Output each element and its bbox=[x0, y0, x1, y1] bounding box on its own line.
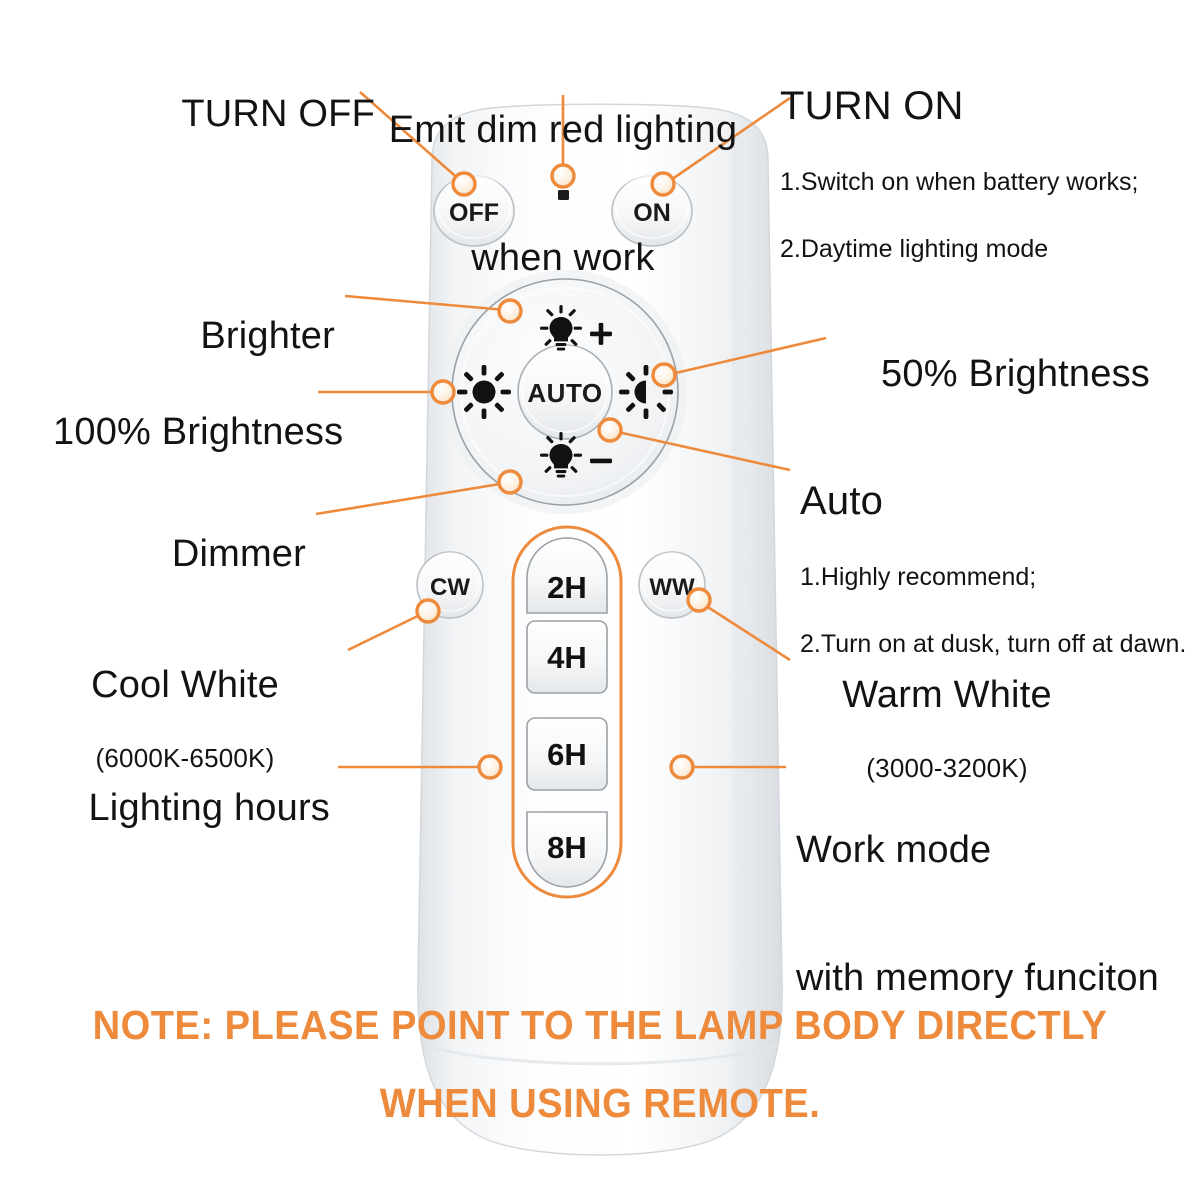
note-line-2: WHEN USING REMOTE. bbox=[379, 1080, 821, 1126]
callout-emit-red: Emit dim red lighting when work bbox=[373, 24, 753, 364]
dot-brighter bbox=[497, 298, 523, 324]
callout-dimmer-title: Dimmer bbox=[171, 532, 306, 575]
button-auto-label: AUTO bbox=[527, 378, 602, 408]
dot-warm-white bbox=[686, 587, 712, 613]
dot-emit-red bbox=[550, 163, 576, 189]
callout-auto-title: Auto bbox=[800, 478, 884, 523]
callout-warm-white-range: (3000-3200K) bbox=[866, 753, 1028, 784]
bulb-plus-icon[interactable] bbox=[540, 305, 612, 351]
dot-turn-off bbox=[451, 171, 477, 197]
callout-dimmer: Dimmer bbox=[10, 490, 306, 618]
callout-auto: Auto 1.Highly recommend; 2.Turn on at du… bbox=[800, 443, 1198, 694]
callout-auto-line2: 2.Turn on at dusk, turn off at dawn. bbox=[800, 630, 1187, 659]
leader-warm-white bbox=[699, 600, 791, 662]
callout-work-mode: Work mode with memory funciton bbox=[796, 744, 1196, 1084]
leader-dimmer bbox=[315, 481, 507, 516]
dot-100 bbox=[430, 379, 456, 405]
minus-glyph bbox=[590, 458, 612, 464]
plus-glyph bbox=[590, 322, 612, 345]
callout-warm-white: Warm White (3000-3200K) bbox=[792, 638, 1102, 819]
dot-lighting-hours bbox=[477, 754, 503, 780]
button-cw-label: CW bbox=[430, 574, 470, 601]
button-8h[interactable]: 8H bbox=[526, 811, 608, 888]
dot-turn-on bbox=[650, 171, 676, 197]
callout-turn-on: TURN ON 1.Switch on when battery works; … bbox=[780, 48, 1190, 299]
sun-half-icon[interactable] bbox=[619, 365, 673, 419]
callout-brighter: Brighter bbox=[10, 272, 335, 400]
timer-button-group: 2H 4H 6H 8H bbox=[511, 525, 623, 899]
callout-50-brightness: 50% Brightness bbox=[838, 310, 1198, 438]
button-4h-label: 4H bbox=[547, 640, 587, 675]
callout-cool-white-range: (6000K-6500K) bbox=[95, 743, 275, 774]
callout-emit-red-line2: when work bbox=[471, 236, 655, 279]
callout-emit-red-line1: Emit dim red lighting bbox=[388, 109, 738, 152]
callout-auto-line1: 1.Highly recommend; bbox=[800, 563, 1037, 592]
callout-100-brightness: 100% Brightness bbox=[10, 368, 343, 496]
control-dial: AUTO bbox=[443, 270, 687, 514]
callout-brighter-title: Brighter bbox=[200, 314, 335, 357]
sun-full-icon[interactable] bbox=[457, 365, 511, 419]
button-8h-label: 8H bbox=[547, 830, 587, 865]
callout-warm-white-title: Warm White bbox=[842, 673, 1052, 716]
dot-work-mode bbox=[669, 754, 695, 780]
timer-group-outline bbox=[511, 525, 623, 899]
callout-lighting-hours: Lighting hours bbox=[10, 744, 330, 872]
callout-turn-on-line2: 2.Daytime lighting mode bbox=[780, 235, 1049, 264]
button-on-label: ON bbox=[633, 199, 671, 227]
callout-work-mode-line2: with memory funciton bbox=[796, 956, 1160, 999]
dot-50 bbox=[651, 362, 677, 388]
button-2h[interactable]: 2H bbox=[526, 537, 608, 614]
leader-auto bbox=[612, 429, 791, 472]
button-off[interactable]: OFF bbox=[433, 175, 515, 247]
button-on[interactable]: ON bbox=[611, 175, 693, 247]
dot-auto bbox=[597, 417, 623, 443]
button-4h[interactable]: 4H bbox=[526, 620, 608, 694]
button-6h[interactable]: 6H bbox=[526, 717, 608, 791]
bulb-minus-icon[interactable] bbox=[540, 432, 612, 478]
dot-dimmer bbox=[497, 469, 523, 495]
callout-50-brightness-title: 50% Brightness bbox=[881, 352, 1150, 395]
callout-turn-off: TURN OFF bbox=[40, 50, 375, 178]
leader-dots bbox=[415, 163, 712, 780]
callout-cool-white-title: Cool White bbox=[91, 663, 279, 706]
button-2h-label: 2H bbox=[547, 570, 587, 605]
note-line-1: NOTE: PLEASE POINT TO THE LAMP BODY DIRE… bbox=[92, 1002, 1108, 1048]
callout-100-brightness-title: 100% Brightness bbox=[53, 410, 344, 453]
callout-work-mode-line1: Work mode bbox=[796, 829, 992, 872]
leader-turn-on bbox=[667, 96, 791, 184]
callout-lighting-hours-title: Lighting hours bbox=[88, 786, 330, 829]
leader-turn-off bbox=[359, 91, 463, 183]
ir-led-indicator bbox=[558, 190, 569, 200]
callout-turn-on-title: TURN ON bbox=[780, 83, 964, 128]
callout-cool-white: Cool White (6000K-6500K) bbox=[30, 628, 340, 809]
callout-turn-off-title: TURN OFF bbox=[181, 92, 375, 135]
leader-lines bbox=[315, 91, 827, 769]
callout-turn-on-line1: 1.Switch on when battery works; bbox=[780, 168, 1139, 197]
leader-50 bbox=[666, 336, 827, 377]
dot-cool-white bbox=[415, 598, 441, 624]
button-6h-label: 6H bbox=[547, 737, 587, 772]
leader-brighter bbox=[344, 294, 507, 312]
button-off-label: OFF bbox=[449, 199, 499, 227]
